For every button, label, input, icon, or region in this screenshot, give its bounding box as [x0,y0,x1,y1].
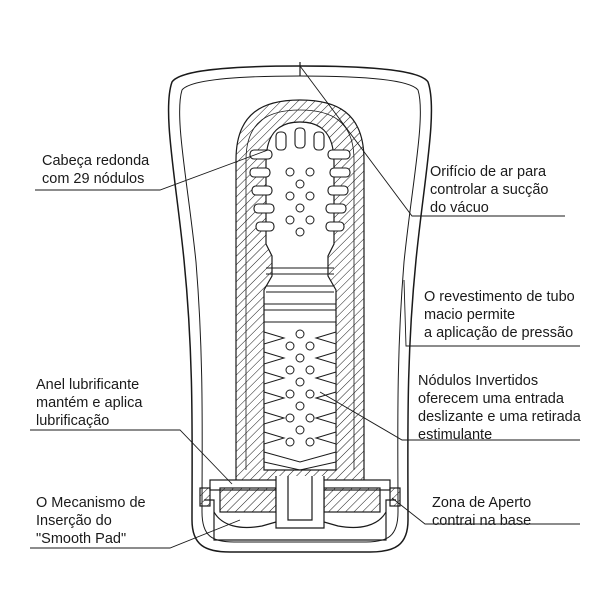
label-inverted-nodules: Nódulos Invertidos oferecem uma entrada … [418,373,581,443]
entrance-taper [263,451,337,463]
leader-smooth-pad [30,519,241,549]
label-air-hole: Orifício de ar para controlar a sucção d… [430,164,549,216]
sleeve-inner-wall [245,109,355,470]
label-soft-tube: O revestimento de tubo macio permite a a… [424,289,575,341]
label-smooth-pad: O Mecanismo de Inserção do "Smooth Pad" [36,495,146,547]
leader-rounded-head [35,149,269,191]
body-ribs [263,331,337,445]
body-nodules [285,329,315,447]
label-rounded-head: Cabeça redonda com 29 nódulos [42,153,150,187]
smooth-pad-left [213,511,277,529]
leader-lube-ring [30,429,233,485]
inner-shell [179,75,421,543]
leader-lines [30,65,580,549]
leader-grip-zone [391,497,580,525]
body-bands [264,267,336,323]
leader-air-hole [299,65,565,217]
leader-soft-tube [403,279,580,347]
outer-shell [167,65,433,553]
head-ribs [249,127,351,232]
base-cap [199,476,401,541]
smooth-pad-right [323,511,387,529]
leader-inverted-nodules [319,391,580,441]
label-grip-zone: Zona de Aperto contrai na base [432,495,532,529]
head-nodules [285,167,315,237]
label-lube-ring: Anel lubrificante mantém e aplica lubrif… [36,377,143,429]
